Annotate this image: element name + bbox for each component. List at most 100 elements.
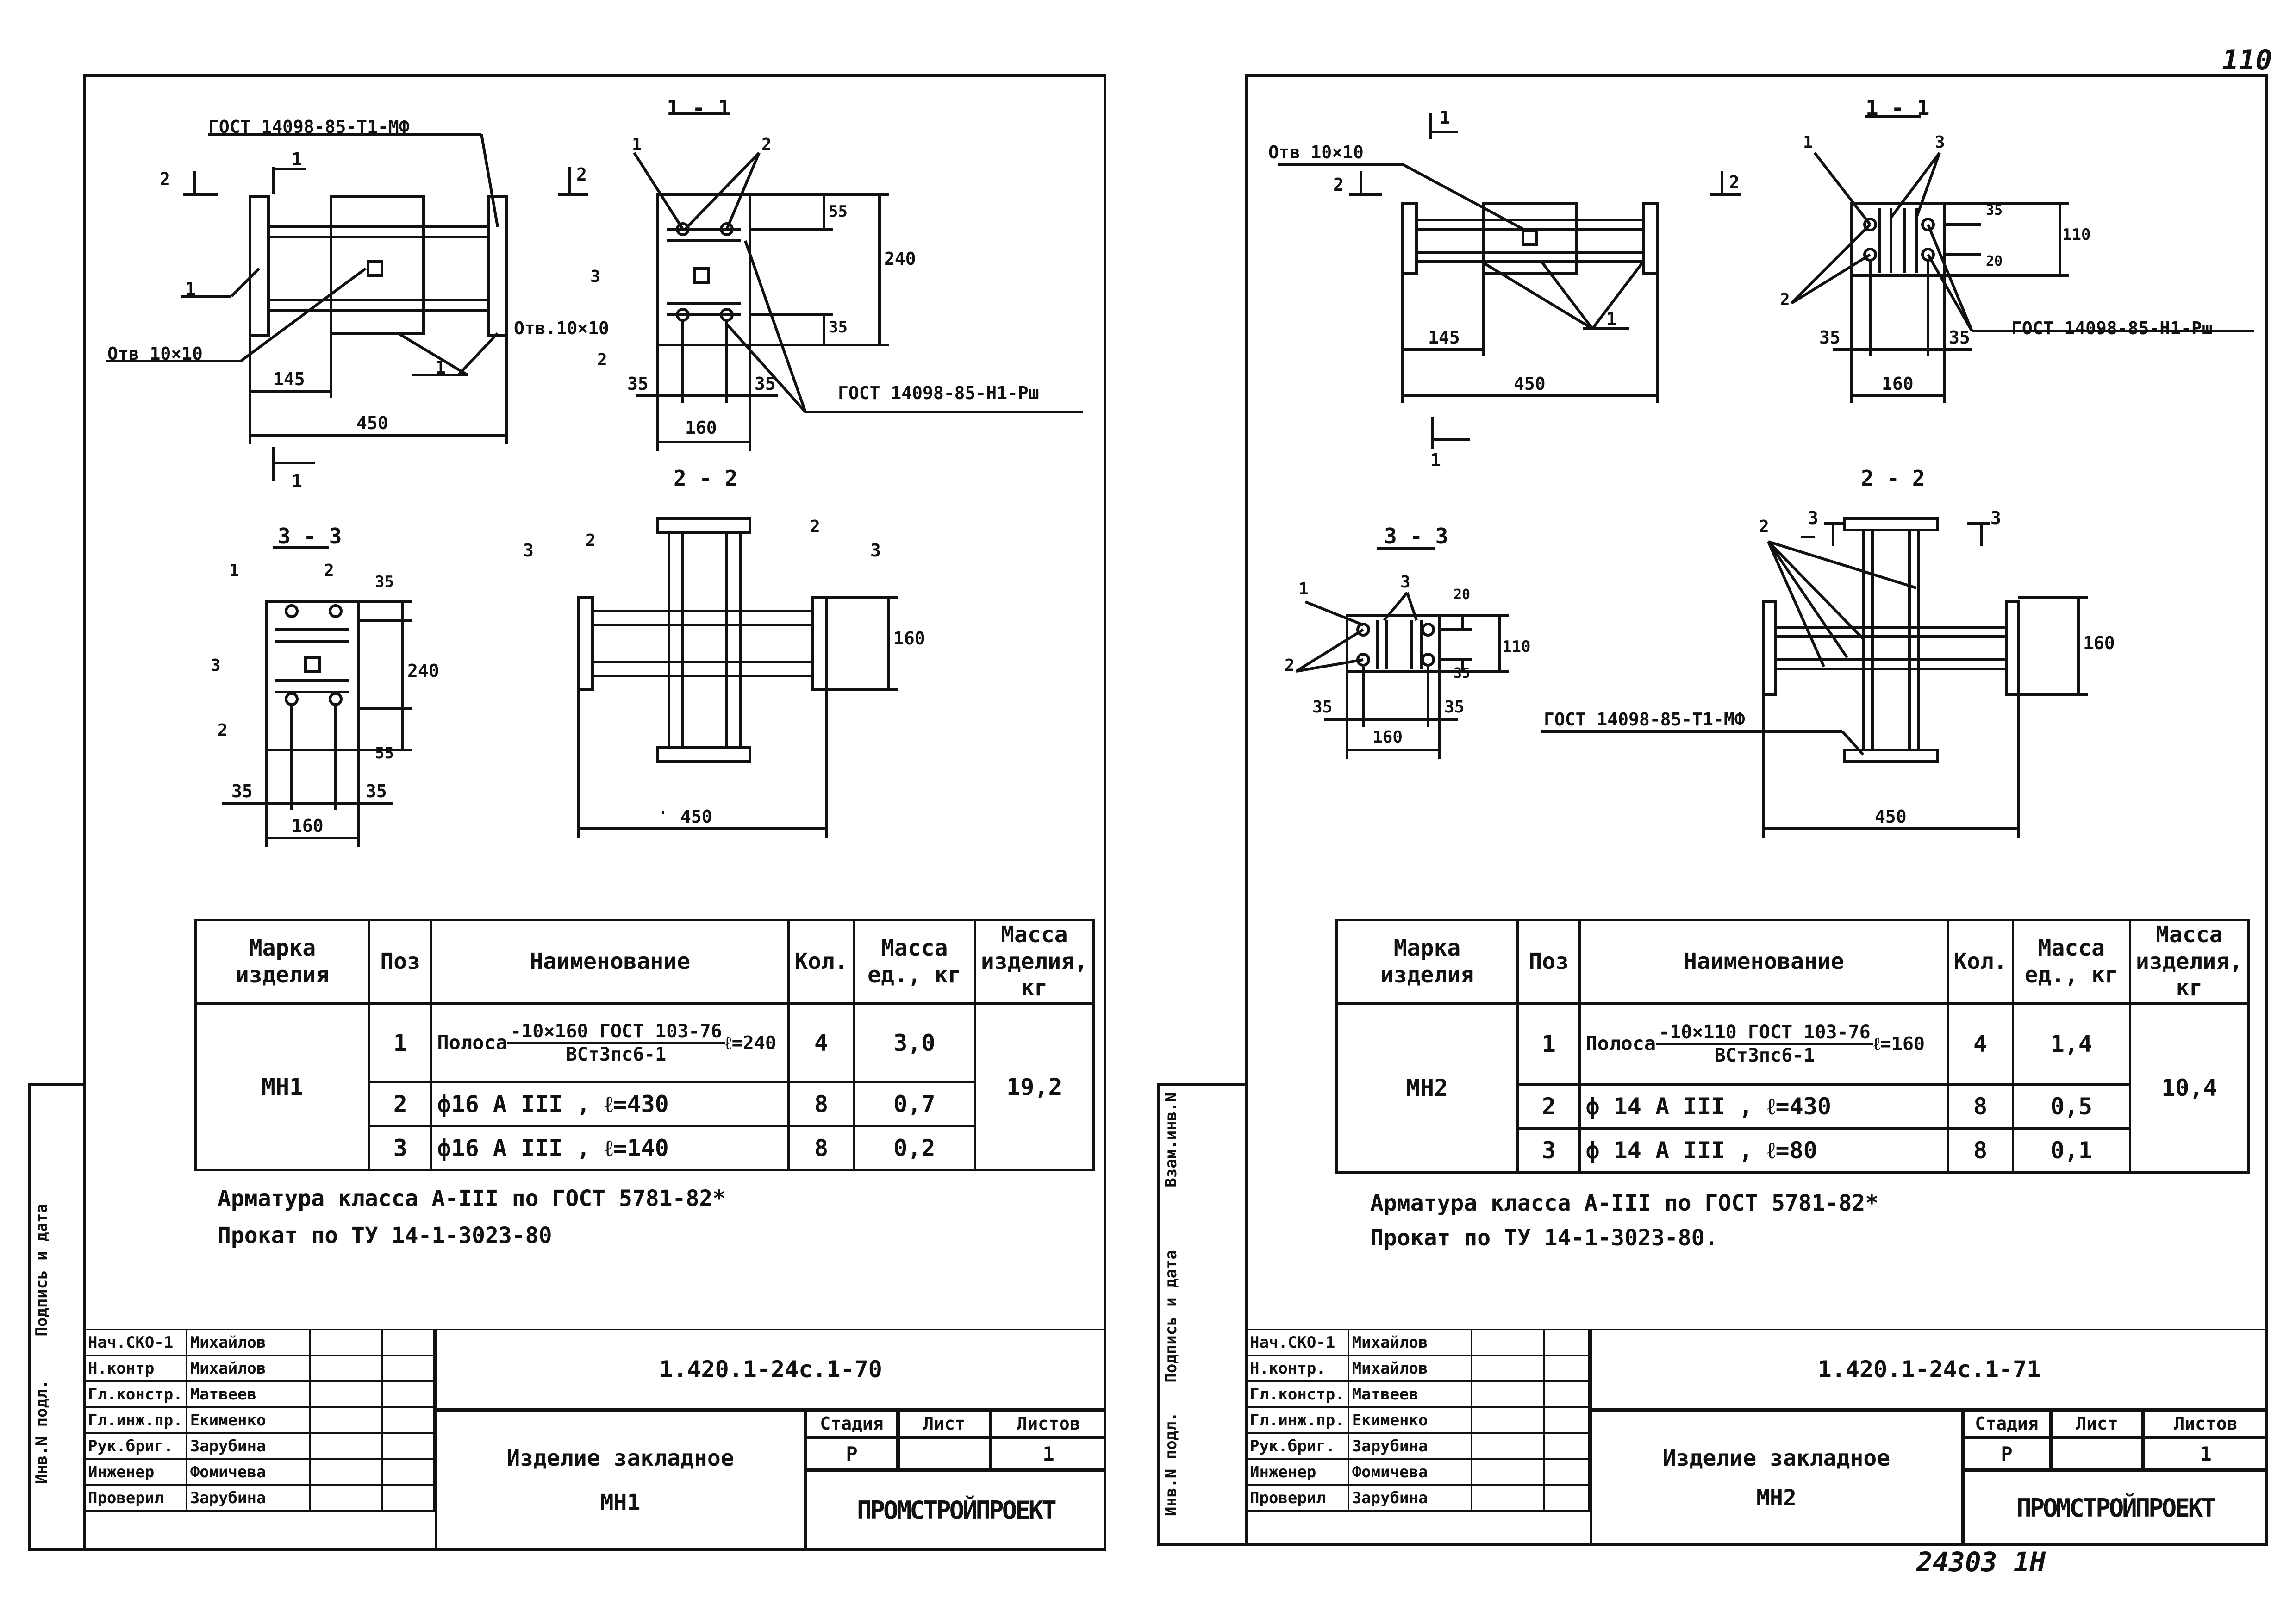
row-qty: 4 bbox=[787, 1002, 855, 1083]
sheet-2-s11-mark-3: 3 bbox=[1935, 133, 1945, 152]
archive-stamp: 24303 1Н bbox=[1916, 1546, 2046, 1578]
plate-right bbox=[487, 195, 508, 337]
sheet-1-s33-dim-160: 160 bbox=[292, 816, 324, 836]
item-mark: МН1 bbox=[194, 1002, 371, 1171]
sheet-1-s33-dim-35-left: 35 bbox=[231, 781, 253, 801]
sheet-1-mark-1a: 1 bbox=[185, 279, 196, 299]
sheet-2-s11-dim-35-right: 35 bbox=[1949, 327, 1970, 348]
row-qty: 8 bbox=[787, 1125, 855, 1171]
signature bbox=[1470, 1484, 1545, 1512]
row-qty: 8 bbox=[787, 1081, 855, 1127]
sheet-1-gost-h1-note: ГОСТ 14098-85-Н1-Рш bbox=[838, 383, 1039, 403]
row-name: ф 14 А III , ℓ=430 bbox=[1578, 1083, 1949, 1130]
page-number: 110 bbox=[2222, 44, 2272, 76]
sheet-2-spec-table: Марка изделия Поз Наименование Кол. Масс… bbox=[1335, 919, 2250, 1174]
sheet-1-s22-mark-2b: 2 bbox=[810, 517, 820, 536]
col-name: Наименование bbox=[1578, 919, 1949, 1005]
sheet-1-s11-dim-240: 240 bbox=[884, 249, 916, 269]
row-pos: 2 bbox=[368, 1081, 433, 1127]
row-pos: 3 bbox=[1516, 1127, 1581, 1174]
sheet-1-hole-note: Отв 10×10 bbox=[107, 344, 203, 364]
sheet-1-section-2-2: 2 - 2 bbox=[674, 466, 738, 491]
sheet-2-side-strip bbox=[1157, 1083, 1245, 1546]
signature bbox=[1470, 1432, 1545, 1460]
row-mass: 0,1 bbox=[2011, 1127, 2131, 1174]
sheet-1-s11-dim-35-right: 35 bbox=[755, 374, 776, 394]
sheet-1-s22-cut-3b: 3 bbox=[870, 540, 881, 561]
sheet-1-stage-label: Стадия bbox=[805, 1410, 898, 1437]
sheet-2-s33-dim-160: 160 bbox=[1373, 728, 1403, 747]
row-name: ф16 А III , ℓ=140 bbox=[430, 1125, 790, 1171]
col-unit-mass: Масса ед., кг bbox=[2011, 919, 2131, 1005]
sheet-2-dim-145: 145 bbox=[1428, 327, 1460, 348]
sheet-1-s22-dim-450: 450 bbox=[680, 806, 712, 827]
sheet-2-s11-dim-35-left: 35 bbox=[1819, 327, 1841, 348]
sheet-2-s33-dim-110: 110 bbox=[1502, 637, 1531, 656]
sheet-2-dim-450: 450 bbox=[1514, 374, 1546, 394]
row-mass: 0,7 bbox=[852, 1081, 976, 1127]
row-pos: 1 bbox=[368, 1002, 433, 1083]
sheet-2-s22-cut-3: 3 bbox=[1808, 508, 1818, 528]
table-row: 3 ф16 А III , ℓ=140 8 0,2 bbox=[196, 1125, 1094, 1171]
signature bbox=[308, 1458, 383, 1486]
sheet-1-footnote-1: Арматура класса А-III по ГОСТ 5781-82* bbox=[218, 1186, 726, 1212]
sheet-1-sheets-total: 1 bbox=[991, 1437, 1106, 1470]
sheet-2-s33-dim-35-right: 35 bbox=[1444, 698, 1465, 717]
sheet-2-s22-dim-450: 450 bbox=[1875, 806, 1907, 827]
sheet-1-s33-mark-2b: 2 bbox=[218, 721, 228, 740]
sheet-1-spec-table: Марка изделия Поз Наименование Кол. Масс… bbox=[194, 919, 1095, 1171]
col-pos: Поз bbox=[1516, 919, 1581, 1005]
sheet-2-s22-dim-160: 160 bbox=[2083, 633, 2115, 653]
sheet-1-sheet-label: Лист bbox=[898, 1410, 991, 1437]
plate-left bbox=[249, 195, 270, 337]
col-qty: Кол. bbox=[1947, 919, 2014, 1005]
sheet-2-mark-1-cut-bottom: 1 bbox=[1430, 450, 1441, 470]
sheet-1-side-strip bbox=[28, 1083, 83, 1551]
row-name: ф16 А III , ℓ=430 bbox=[430, 1081, 790, 1127]
sheet-2-sheet-label: Лист bbox=[2051, 1410, 2143, 1437]
signature bbox=[1470, 1458, 1545, 1486]
sheet-1-mark-2-cut: 2 bbox=[160, 169, 170, 189]
sheet-2-section-2-2: 2 - 2 bbox=[1861, 466, 1925, 491]
col-total-mass: Масса изделия, кг bbox=[973, 919, 1095, 1005]
sheet-2-s11-dim-160: 160 bbox=[1882, 374, 1914, 394]
table-row: 3 ф 14 А III , ℓ=80 8 0,1 bbox=[1337, 1127, 2249, 1174]
item-total-mass: 10,4 bbox=[2128, 1002, 2250, 1174]
sheet-2-s33-dim-35: 35 bbox=[1454, 665, 1471, 681]
sheet-2-organization: ПРОМСТРОЙПРОЕКТ bbox=[1963, 1470, 2268, 1546]
row-pos: 3 bbox=[368, 1125, 433, 1171]
sheet-2-s11-dim-20: 20 bbox=[1986, 253, 2003, 269]
sheet-1-mark-1b: 1 bbox=[435, 357, 446, 378]
signature bbox=[308, 1484, 383, 1512]
sheet-2-drawings bbox=[1278, 113, 2254, 838]
signature bbox=[1470, 1355, 1545, 1382]
sheet-1-mark-1-cut: 1 bbox=[292, 149, 302, 169]
sheet-2-footnote-2: Прокат по ТУ 14-1-3023-80. bbox=[1370, 1225, 1718, 1251]
sheet-2-section-1-1: 1 - 1 bbox=[1866, 95, 1930, 120]
sheet-1-organization: ПРОМСТРОЙПРОЕКТ bbox=[805, 1470, 1106, 1551]
row-pos: 1 bbox=[1516, 1002, 1581, 1086]
item-mark: МН2 bbox=[1335, 1002, 1519, 1174]
sheet-2-section-3-3: 3 - 3 bbox=[1384, 524, 1448, 549]
sheet-2-mark-2-cut: 2 bbox=[1333, 175, 1344, 195]
sheet-2-mark-1: 1 bbox=[1606, 309, 1617, 329]
sheet-2-frame bbox=[1245, 74, 2268, 1546]
col-mark: Марка изделия bbox=[1335, 919, 1519, 1005]
signature bbox=[308, 1355, 383, 1382]
sheet-2-mark-2-cut-b: 2 bbox=[1729, 172, 1740, 193]
sheet-2-mark-1-cut: 1 bbox=[1440, 107, 1450, 128]
signature bbox=[308, 1380, 383, 1408]
sheet-1-s33-mark-1: 1 bbox=[229, 561, 239, 580]
col-unit-mass: Масса ед., кг bbox=[852, 919, 976, 1005]
item-total-mass: 19,2 bbox=[973, 1002, 1095, 1171]
sheet-2-side-label-1: Инв.N подл. bbox=[1162, 1412, 1180, 1517]
sheet-1-s11-mark-2: 2 bbox=[761, 135, 772, 154]
row-mass: 3,0 bbox=[852, 1002, 976, 1083]
sheet-1-gost-t1-note: ГОСТ 14098-85-Т1-МФ bbox=[208, 117, 410, 137]
sheet-1-s33-mark-3: 3 bbox=[211, 656, 221, 675]
sheet-2-s11-mark-1: 1 bbox=[1803, 133, 1813, 152]
